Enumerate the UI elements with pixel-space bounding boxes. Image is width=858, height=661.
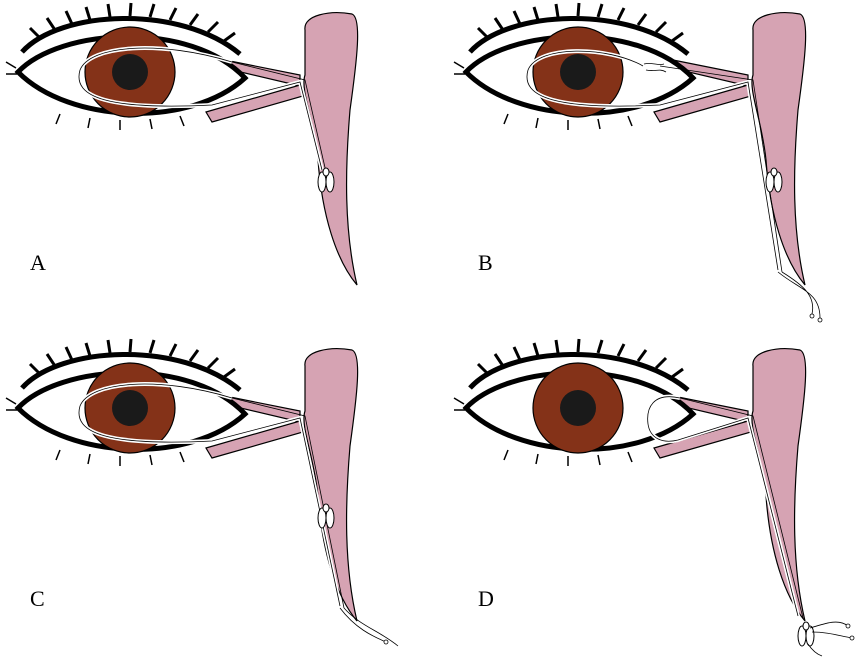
panel-c: C: [0, 336, 429, 661]
panel-label-b: B: [478, 252, 493, 274]
knot: [798, 622, 814, 646]
pupil: [560, 54, 596, 90]
pupil: [112, 54, 148, 90]
panel-b-drawing: [448, 0, 858, 325]
panel-label-d: D: [478, 588, 494, 610]
pupil: [112, 390, 148, 426]
exiting-strands: [778, 272, 820, 318]
pupil: [560, 390, 596, 426]
panel-d-drawing: [448, 336, 858, 661]
panel-d: D: [448, 336, 858, 661]
exiting-strands: [340, 608, 398, 646]
panel-c-drawing: [0, 336, 429, 661]
panel-label-a: A: [30, 252, 46, 274]
lacrimal-sac: [304, 13, 358, 285]
panel-label-c: C: [30, 588, 45, 610]
lacrimal-sac: [752, 349, 806, 621]
panel-a: A: [0, 0, 429, 325]
lacrimal-sac: [304, 349, 358, 621]
panel-a-drawing: [0, 0, 429, 325]
panel-b: B: [448, 0, 858, 325]
